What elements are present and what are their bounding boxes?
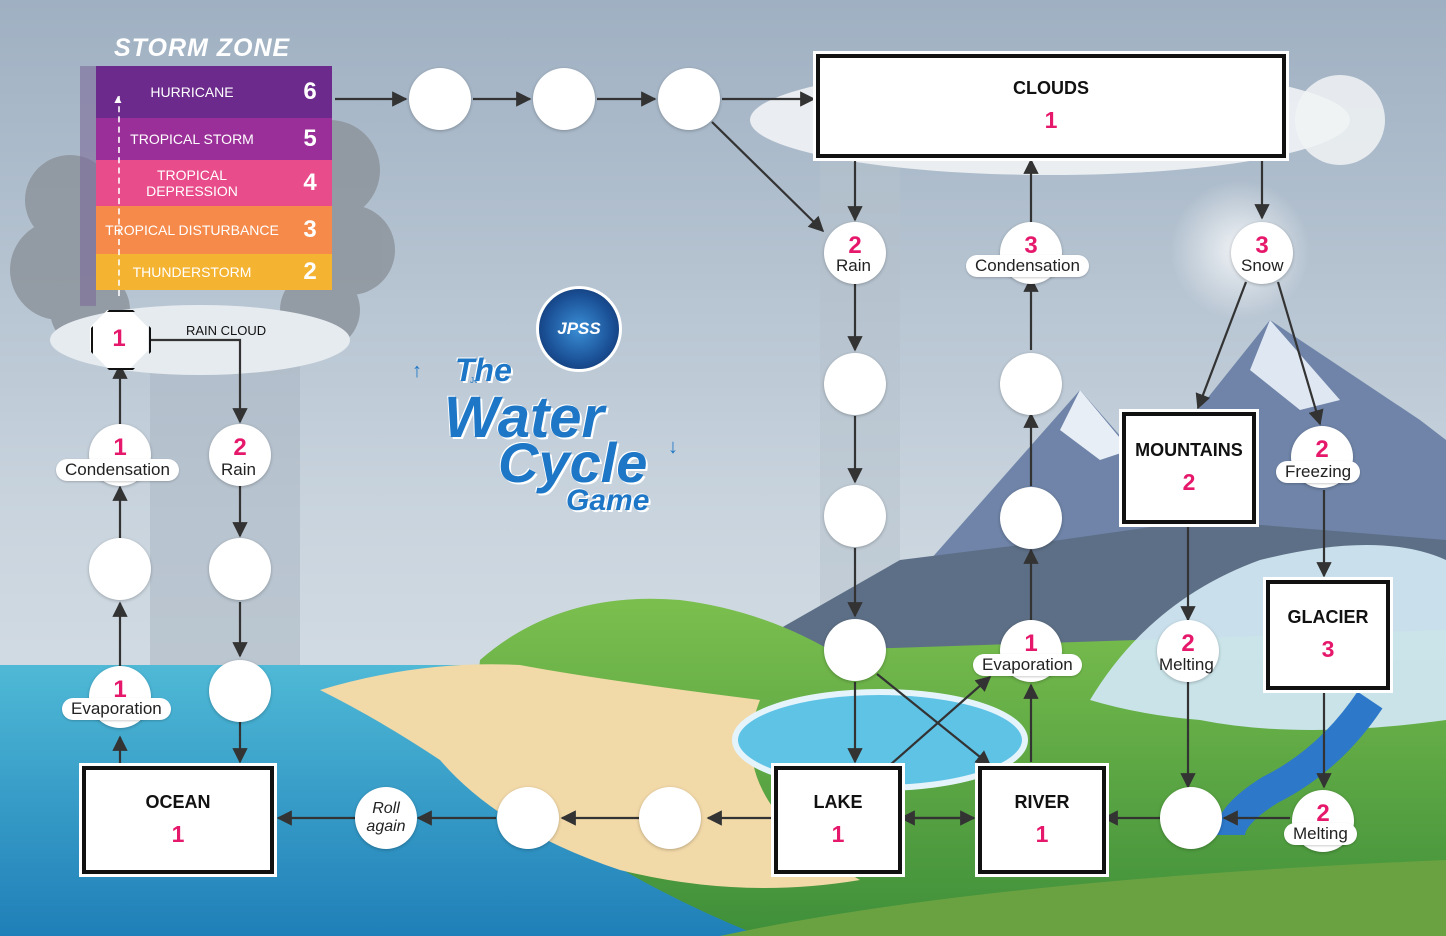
storm-level-tropical-storm[interactable]: TROPICAL STORM 5 (96, 118, 332, 160)
blank-space[interactable] (409, 68, 471, 130)
station-title: MOUNTAINS (1135, 440, 1243, 460)
storm-level-tropical-disturbance[interactable]: TROPICAL DISTURBANCE 3 (96, 206, 332, 254)
storm-zone-side (80, 66, 96, 306)
space-clouds-snow[interactable]: 3 (1231, 222, 1293, 284)
blank-space[interactable] (658, 68, 720, 130)
space-label: Melting (1159, 655, 1214, 674)
rain-cloud-label: RAIN CLOUD (186, 323, 267, 338)
space-label: Rain (221, 460, 256, 479)
storm-level-label: HURRICANE (150, 84, 234, 100)
logo-game: Game (566, 484, 650, 517)
station-glacier[interactable]: GLACIER 3 (1266, 580, 1390, 690)
storm-level-label: THUNDERSTORM (132, 264, 252, 280)
blank-space[interactable] (89, 538, 151, 600)
logo-the: The (455, 352, 512, 388)
blank-space[interactable] (1000, 353, 1062, 415)
blank-space[interactable] (824, 619, 886, 681)
station-title: GLACIER (1287, 607, 1369, 627)
storm-level-tropical-depression[interactable]: TROPICAL DEPRESSION 4 (96, 160, 332, 206)
station-lake[interactable]: LAKE 1 (774, 766, 902, 874)
blank-space[interactable] (533, 68, 595, 130)
space-number: 3 (1024, 232, 1038, 259)
space-number: 1 (113, 676, 127, 703)
space-number: 1 (113, 434, 127, 461)
jpss-badge-ring-text: JOINT POLAR SATELLITE SYSTEM PROGRAM • N… (470, 376, 480, 386)
station-number: 1 (831, 821, 845, 847)
arrow-up-icon: ▲ (112, 92, 124, 106)
storm-zone-title: STORM ZONE (114, 34, 291, 62)
storm-level-number: 2 (303, 258, 317, 285)
storm-level-number: 4 (303, 169, 317, 196)
station-title: OCEAN (145, 792, 211, 812)
logo-cycle: Cycle (498, 431, 648, 494)
blank-space[interactable] (1160, 787, 1222, 849)
space-number: 2 (1181, 630, 1195, 657)
blank-space[interactable] (209, 538, 271, 600)
station-mountains[interactable]: MOUNTAINS 2 (1122, 412, 1256, 524)
station-number: 1 (171, 821, 185, 847)
space-number: 2 (233, 434, 247, 461)
blank-space[interactable] (1000, 487, 1062, 549)
space-storm-rain[interactable]: 2 (209, 424, 271, 486)
space-number: 2 (848, 232, 862, 259)
station-title: LAKE (813, 792, 863, 812)
space-label: Snow (1241, 256, 1284, 275)
station-number: 1 (1044, 107, 1058, 133)
cycle-arrow-icon: ↑ (412, 360, 422, 382)
octagon-icon (92, 312, 146, 366)
space-label: Freezing (1276, 461, 1361, 483)
storm-progress-dashed-line (118, 96, 120, 296)
station-title: RIVER (1014, 792, 1070, 812)
storm-level-label: TROPICAL DISTURBANCE (105, 222, 279, 238)
storm-level-hurricane[interactable]: HURRICANE 6 (96, 66, 332, 118)
station-river[interactable]: RIVER 1 (978, 766, 1106, 874)
space-number: 2 (1316, 800, 1330, 827)
station-number: 1 (1035, 821, 1049, 847)
space-label: Evaporation (62, 698, 171, 720)
space-number: 3 (1255, 232, 1269, 259)
jpss-badge-text: JPSS (557, 319, 601, 338)
blank-space[interactable] (639, 787, 701, 849)
space-label: Condensation (56, 459, 179, 481)
space-number: 2 (1315, 436, 1329, 463)
storm-level-thunderstorm[interactable]: THUNDERSTORM 2 (96, 254, 332, 290)
space-label: Rain (836, 256, 871, 275)
blank-space[interactable] (209, 660, 271, 722)
blank-space[interactable] (824, 353, 886, 415)
rain-cloud-number: 1 (112, 325, 126, 352)
storm-level-number: 6 (303, 78, 317, 105)
station-number: 2 (1182, 469, 1196, 495)
rain-cloud-space[interactable]: 1 (90, 310, 148, 368)
space-label: Evaporation (973, 654, 1082, 676)
storm-level-label: TROPICAL STORM (130, 131, 254, 147)
space-roll-again[interactable]: Roll again (355, 787, 417, 849)
cycle-arrow-icon: ↓ (668, 436, 678, 458)
logo-water: Water (444, 385, 605, 450)
station-title: CLOUDS (1013, 78, 1089, 98)
space-mountain-melting[interactable]: 2 (1157, 620, 1219, 682)
jpss-badge: JPSS (536, 286, 622, 372)
blank-space[interactable] (497, 787, 559, 849)
space-label: Condensation (966, 255, 1089, 277)
blank-space[interactable] (824, 485, 886, 547)
space-number: 1 (1024, 630, 1038, 657)
space-label: Roll again (366, 800, 406, 835)
octagon-outline (91, 310, 151, 370)
storm-level-number: 5 (303, 125, 317, 152)
space-label: Melting (1284, 823, 1357, 845)
space-clouds-rain[interactable]: 2 (824, 222, 886, 284)
station-number: 3 (1321, 636, 1335, 662)
station-clouds[interactable]: CLOUDS 1 (816, 54, 1286, 158)
station-ocean[interactable]: OCEAN 1 (82, 766, 274, 874)
storm-level-label: TROPICAL DEPRESSION (146, 167, 238, 199)
storm-level-number: 3 (303, 216, 317, 243)
